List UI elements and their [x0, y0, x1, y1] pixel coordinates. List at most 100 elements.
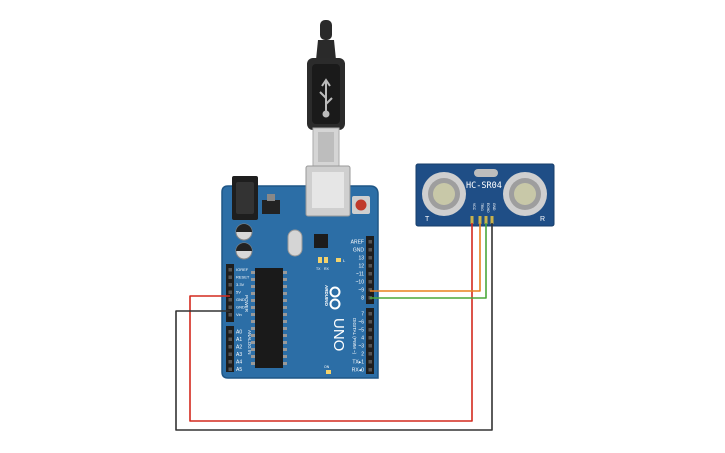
digital-pin-label: ~6	[358, 320, 364, 326]
chip-leg	[251, 306, 255, 309]
digital-pin-hole	[368, 352, 372, 356]
sensor-pin-label: GND	[492, 203, 496, 211]
analog-pin-label: A0	[236, 330, 242, 336]
analog-pin-hole	[228, 360, 232, 364]
digital-pin-label: 12	[358, 264, 364, 270]
l-label: L	[343, 258, 346, 263]
power-pin-label: 5V	[236, 290, 241, 295]
wires[interactable]	[175, 223, 493, 431]
power-pin-hole	[228, 305, 232, 309]
wire-5v-red[interactable]	[189, 223, 473, 422]
chip-leg	[283, 327, 287, 330]
power-jack	[232, 176, 258, 220]
chip-leg	[283, 355, 287, 358]
digital-pin-hole	[368, 320, 372, 324]
chip-leg	[251, 285, 255, 288]
on-label: ON	[324, 365, 330, 369]
wire-trig-orange[interactable]	[370, 223, 481, 292]
digital-pin-label: AREF	[351, 240, 364, 246]
chip-leg	[283, 278, 287, 281]
reset-button[interactable]	[352, 196, 370, 214]
digital-pin-label: 4	[361, 336, 364, 342]
chip-leg	[283, 299, 287, 302]
chip-leg	[283, 285, 287, 288]
power-pin-hole	[228, 268, 232, 272]
analog-pin-label: A3	[236, 352, 242, 358]
power-pin-label: RESET	[236, 275, 250, 280]
sensor-pin	[490, 216, 494, 224]
digital-pin-hole	[368, 264, 372, 268]
power-pin-label: GND	[236, 297, 245, 302]
sensor-pin-label: VCC	[472, 203, 476, 211]
chip-leg	[283, 362, 287, 365]
power-pin-label: 3.3V	[236, 282, 245, 287]
chip-leg	[283, 271, 287, 274]
chip-leg	[251, 313, 255, 316]
sensor-pin	[470, 216, 474, 224]
usb-cable[interactable]	[307, 20, 345, 167]
chip-leg	[251, 334, 255, 337]
receiver-transducer	[503, 172, 547, 216]
digital-pin-label: 7	[361, 312, 364, 318]
chip-leg	[251, 292, 255, 295]
crystal-oscillator	[287, 229, 303, 257]
digital-pin-label: ~5	[358, 328, 364, 334]
analog-pin-label: A4	[236, 360, 242, 366]
capacitors	[235, 223, 253, 260]
chip-leg	[251, 299, 255, 302]
power-pin-hole	[228, 290, 232, 294]
wire-echo-green[interactable]	[370, 223, 487, 299]
power-pin-hole	[228, 313, 232, 317]
analog-pin-hole	[228, 345, 232, 349]
power-pin-label: GND	[236, 305, 245, 310]
arduino-logo: ARDUINO	[324, 285, 341, 310]
power-label: POWER	[244, 295, 249, 313]
digital-pin-hole	[368, 240, 372, 244]
sensor-r-mark: R	[540, 216, 545, 223]
usb-chip	[314, 234, 328, 248]
digital-pin-hole	[368, 256, 372, 260]
chip-leg	[283, 334, 287, 337]
chip-leg	[283, 292, 287, 295]
chip-leg	[251, 327, 255, 330]
analog-pin-label: A5	[236, 367, 242, 373]
atmega-chip	[251, 268, 287, 368]
digital-pin-hole	[368, 360, 372, 364]
wire-gnd-black[interactable]	[175, 223, 493, 431]
voltage-regulator	[262, 194, 280, 214]
digital-label: DIGITAL (PWM ~)	[352, 318, 357, 355]
digital-pin-label: 2	[361, 352, 364, 358]
digital-pin-label: ~10	[356, 280, 365, 286]
sensor-pin	[484, 216, 488, 224]
analog-pin-label: A1	[236, 337, 242, 343]
digital-pin-hole	[368, 344, 372, 348]
digital-pin-label: TX▸1	[352, 360, 364, 366]
sensor-pin	[478, 216, 482, 224]
digital-pin-label: ~11	[356, 272, 364, 278]
sensor-pin-label: ECHO	[486, 203, 490, 213]
chip-leg	[283, 306, 287, 309]
digital-pin-hole	[368, 248, 372, 252]
chip-leg	[251, 271, 255, 274]
usb-symbol-icon	[319, 78, 333, 118]
analog-pin-hole	[228, 367, 232, 371]
power-pin-label: Vin	[236, 312, 242, 317]
power-pin-hole	[228, 298, 232, 302]
sensor-t-mark: T	[425, 216, 430, 223]
status-leds: TX RX L ON	[316, 257, 346, 374]
chip-leg	[251, 362, 255, 365]
brand-label: ARDUINO	[324, 285, 329, 306]
crystal	[474, 169, 498, 177]
analog-pin-hole	[228, 330, 232, 334]
sensor-pin-label: TRIG	[480, 203, 484, 211]
chip-leg	[283, 341, 287, 344]
transmitter-transducer	[422, 172, 466, 216]
chip-leg	[251, 341, 255, 344]
digital-pin-hole	[368, 336, 372, 340]
chip-leg	[283, 313, 287, 316]
